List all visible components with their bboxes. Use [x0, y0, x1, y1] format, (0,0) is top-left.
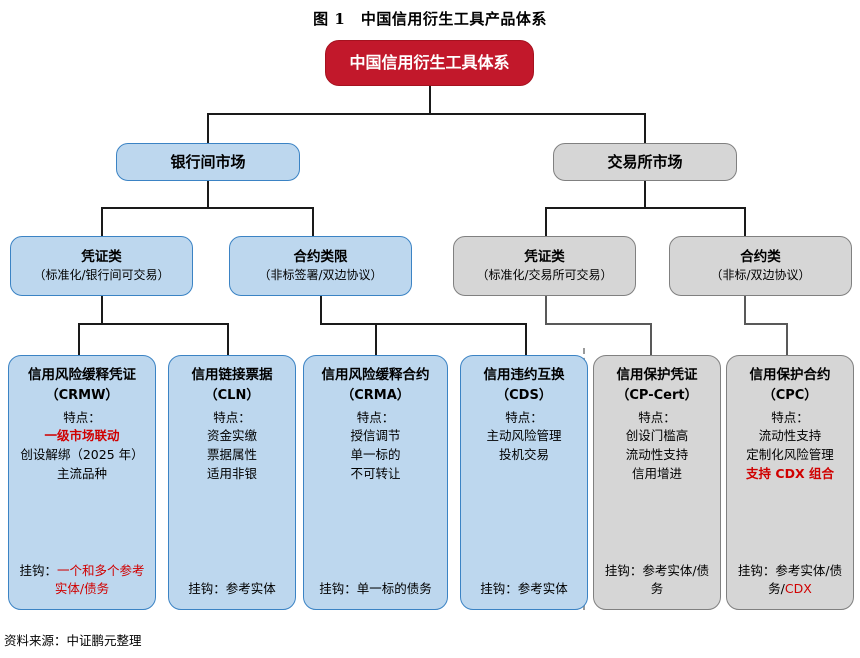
product-feature-label: 特点： [505, 410, 543, 426]
product-feature-label: 特点： [638, 410, 676, 426]
product-hook: 挂钩：单一标的债务 [319, 581, 432, 597]
connector-to-interbank [207, 113, 209, 143]
connector-exchange-down [644, 181, 646, 208]
connector-to-exchange [644, 113, 646, 143]
product-feature: 资金实缴 [206, 428, 257, 444]
product-title: 信用链接票据 [191, 367, 273, 383]
connector-ibcert-down [101, 296, 103, 324]
category-subtitle: （非标/双边协议） [710, 268, 811, 283]
product-code: （CLN） [204, 387, 260, 403]
node-product-cds[interactable]: 信用违约互换 （CDS） 特点： 主动风险管理 投机交易 挂钩：参考实体 [460, 355, 588, 610]
node-market-exchange-label: 交易所市场 [607, 152, 683, 171]
product-hook: 挂钩：参考实体/债务 [604, 562, 710, 597]
product-code: （CRMA） [341, 387, 410, 403]
connector-ibcert-bar [78, 323, 228, 325]
product-feature: 主流品种 [56, 466, 107, 482]
figure-title: 图 1 中国信用衍生工具产品体系 [313, 10, 547, 28]
connector-interbank-down [207, 181, 209, 208]
product-feature: 信用增进 [631, 466, 682, 482]
node-product-cpcert[interactable]: 信用保护凭证 （CP-Cert） 特点： 创设门槛高 流动性支持 信用增进 挂钩… [593, 355, 721, 610]
category-subtitle: （非标签署/双边协议） [258, 268, 383, 283]
product-code: （CDS） [496, 387, 552, 403]
connector-to-ex-cert [545, 207, 547, 236]
product-feature: 单一标的 [350, 447, 401, 463]
node-category-ib-contr[interactable]: 合约类限 （非标签署/双边协议） [229, 236, 412, 296]
product-title: 信用风险缓释合约 [321, 367, 430, 383]
product-feature: 支持 CDX 组合 [746, 466, 834, 482]
product-hook: 挂钩：一个和多个参考实体/债务 [19, 562, 145, 597]
connector-to-ib-contr [312, 207, 314, 236]
category-subtitle: （标准化/交易所可交易） [476, 268, 613, 283]
connector-to-cpcert [650, 323, 652, 355]
connector-interbank-bar [101, 207, 313, 209]
connector-exchange-bar [545, 207, 745, 209]
node-product-cpc[interactable]: 信用保护合约 （CPC） 特点： 流动性支持 定制化风险管理 支持 CDX 组合… [726, 355, 854, 610]
product-feature-label: 特点： [63, 410, 101, 426]
category-subtitle: （标准化/银行间可交易） [33, 268, 170, 283]
product-feature: 适用非银 [206, 466, 257, 482]
node-market-exchange[interactable]: 交易所市场 [553, 143, 737, 181]
product-title: 信用风险缓释凭证 [28, 367, 136, 383]
connector-to-cln [227, 323, 229, 355]
connector-to-ib-cert [101, 207, 103, 236]
product-feature-label: 特点： [213, 410, 251, 426]
connector-excert-down [545, 296, 547, 324]
product-feature: 不可转让 [350, 466, 401, 482]
connector-excontr-bar [744, 323, 787, 325]
product-hook: 挂钩：参考实体 [480, 581, 568, 597]
connector-root-down [429, 86, 431, 114]
product-feature-label: 特点： [771, 410, 809, 426]
category-title: 凭证类 [81, 249, 122, 266]
node-product-cln[interactable]: 信用链接票据 （CLN） 特点： 资金实缴 票据属性 适用非银 挂钩：参考实体 [168, 355, 296, 610]
product-feature: 定制化风险管理 [746, 447, 834, 463]
node-root[interactable]: 中国信用衍生工具体系 [325, 40, 534, 86]
product-title: 信用违约互换 [483, 367, 565, 383]
product-code: （CRMW） [45, 387, 119, 403]
connector-ibcontr-down [320, 296, 322, 324]
connector-excontr-down [744, 296, 746, 324]
product-hook: 挂钩：参考实体 [188, 581, 276, 597]
node-category-ex-contr[interactable]: 合约类 （非标/双边协议） [669, 236, 852, 296]
product-feature: 授信调节 [350, 428, 401, 444]
connector-to-crmw [78, 323, 80, 355]
node-market-interbank-label: 银行间市场 [170, 152, 246, 171]
node-category-ib-cert[interactable]: 凭证类 （标准化/银行间可交易） [10, 236, 193, 296]
category-title: 合约类 [740, 249, 781, 266]
connector-excert-bar [545, 323, 651, 325]
product-code: （CPC） [762, 387, 818, 403]
product-feature: 创设门槛高 [625, 428, 689, 444]
product-feature: 流动性支持 [625, 447, 689, 463]
product-feature: 投机交易 [498, 447, 549, 463]
figure-source: 资料来源：中证鹏元整理 [4, 633, 142, 648]
node-category-ex-cert[interactable]: 凭证类 （标准化/交易所可交易） [453, 236, 636, 296]
product-feature: 主动风险管理 [486, 428, 562, 444]
category-title: 合约类限 [293, 249, 348, 266]
connector-to-ex-contr [744, 207, 746, 236]
category-title: 凭证类 [524, 249, 565, 266]
product-hook: 挂钩：参考实体/债务/CDX [737, 562, 843, 597]
connector-to-crma [375, 323, 377, 355]
connector-root-bar [207, 113, 645, 115]
node-product-crmw[interactable]: 信用风险缓释凭证 （CRMW） 特点： 一级市场联动 创设解绑（2025 年） … [8, 355, 156, 610]
connector-to-cds [525, 323, 527, 355]
node-product-crma[interactable]: 信用风险缓释合约 （CRMA） 特点： 授信调节 单一标的 不可转让 挂钩：单一… [303, 355, 448, 610]
product-feature-label: 特点： [356, 410, 395, 426]
product-feature: 一级市场联动 [44, 428, 120, 444]
node-market-interbank[interactable]: 银行间市场 [116, 143, 300, 181]
product-title: 信用保护合约 [749, 367, 831, 383]
product-title: 信用保护凭证 [616, 367, 698, 383]
product-code: （CP-Cert） [616, 387, 698, 403]
product-feature: 创设解绑（2025 年） [20, 447, 144, 463]
node-root-label: 中国信用衍生工具体系 [349, 52, 510, 72]
connector-to-cpc [786, 323, 788, 355]
product-feature: 流动性支持 [758, 428, 822, 444]
connector-ibcontr-bar [320, 323, 526, 325]
product-feature: 票据属性 [206, 447, 257, 463]
